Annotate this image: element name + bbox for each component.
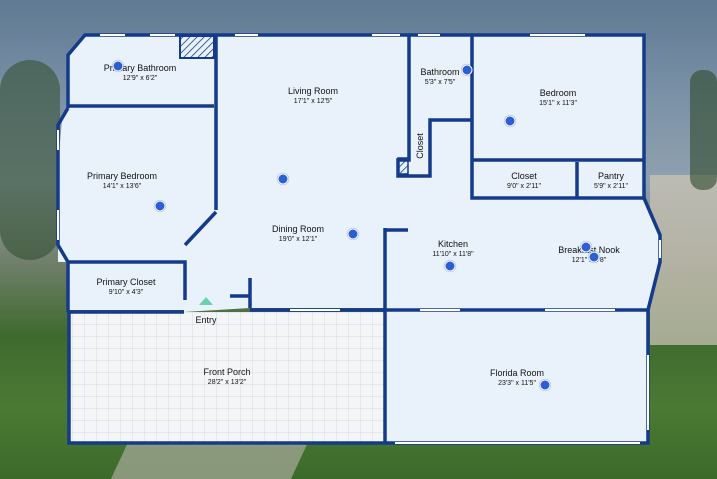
location-pin[interactable]: [580, 241, 592, 253]
location-pin[interactable]: [444, 260, 456, 272]
florida-room-floor: [386, 311, 648, 443]
room-label-entry: Entry: [195, 315, 217, 325]
room-dims-dining-room: 19'0" x 12'1": [278, 236, 318, 243]
room-label-closet: Closet: [511, 171, 537, 181]
location-pin[interactable]: [347, 228, 359, 240]
room-label-primary-bathroom: Primary Bathroom: [103, 63, 177, 73]
location-pin[interactable]: [461, 64, 473, 76]
room-dims-front-porch: 28'2" x 13'2": [207, 379, 247, 386]
location-pin[interactable]: [277, 173, 289, 185]
room-label-front-porch: Front Porch: [203, 367, 251, 377]
room-dims-primary-bathroom: 12'9" x 6'2": [122, 75, 158, 82]
background-tree: [0, 60, 60, 260]
room-dims-pantry: 5'9" x 2'11": [594, 183, 628, 190]
room-label-primary-closet: Primary Closet: [96, 277, 156, 287]
room-label-pantry: Pantry: [597, 171, 625, 181]
location-pin[interactable]: [112, 60, 124, 72]
room-dims-living-room: 17'1" x 12'5": [293, 98, 333, 105]
room-dims-primary-bedroom: 14'1" x 13'6": [102, 183, 142, 190]
room-label-bathroom: Bathroom: [420, 67, 460, 77]
room-dims-closet: 9'0" x 2'11": [507, 183, 541, 190]
room-label-primary-bedroom: Primary Bedroom: [86, 171, 158, 181]
room-dims-florida-room: 23'3" x 11'5": [498, 380, 536, 387]
location-pin[interactable]: [154, 200, 166, 212]
room-dims-primary-closet: 9'10" x 4'3": [108, 289, 144, 296]
location-pin[interactable]: [504, 115, 516, 127]
room-dims-bathroom: 5'3" x 7'5": [424, 79, 456, 86]
room-label-closet-vertical: Closet: [415, 133, 425, 159]
location-pin[interactable]: [588, 251, 600, 263]
room-label-dining-room: Dining Room: [271, 224, 325, 234]
room-label-florida-room: Florida Room: [489, 368, 545, 378]
porch-floor: [69, 312, 385, 443]
mechanical-chase: [179, 35, 215, 59]
room-dims-kitchen: 11'10" x 11'8": [432, 251, 474, 258]
room-label-bedroom: Bedroom: [539, 88, 577, 98]
room-label-living-room: Living Room: [287, 86, 339, 96]
room-dims-bedroom: 15'1" x 11'3": [539, 100, 577, 107]
entry-marker: [199, 297, 213, 305]
background-tree: [690, 70, 717, 190]
room-label-kitchen: Kitchen: [437, 239, 469, 249]
location-pin[interactable]: [539, 379, 551, 391]
